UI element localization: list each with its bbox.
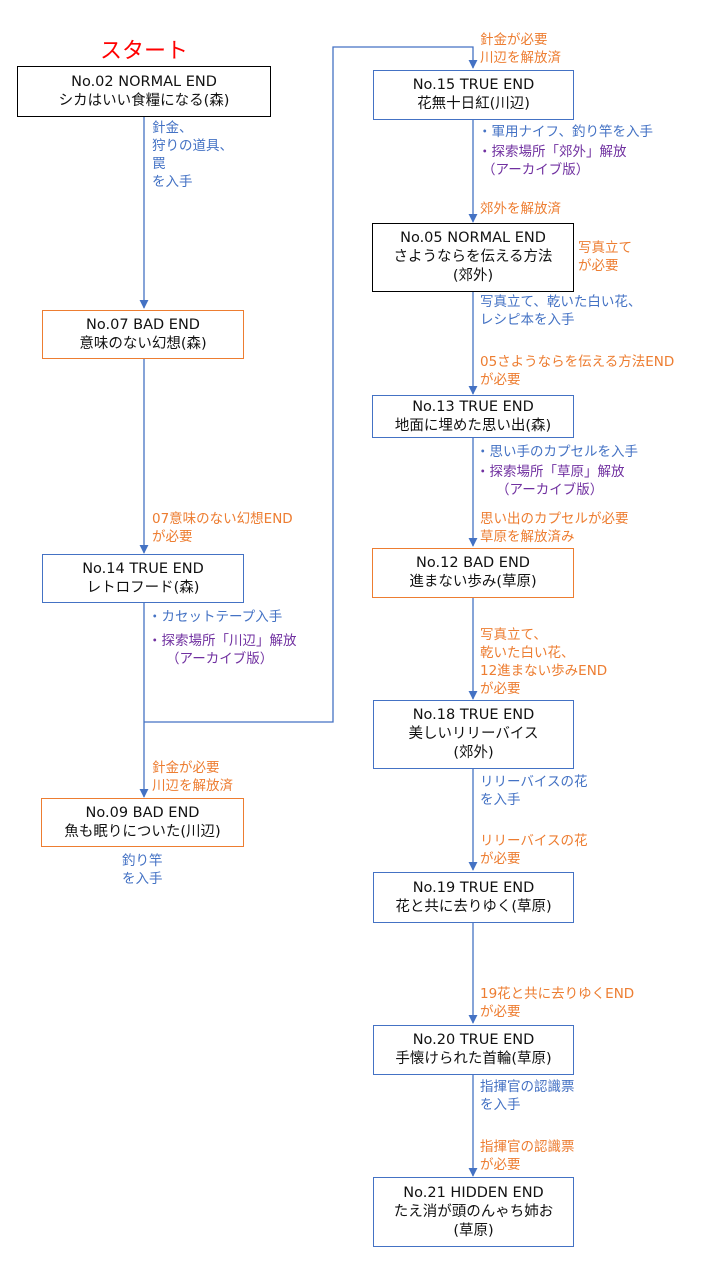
node-14: No.14 TRUE END レトロフード(森) [42, 554, 244, 603]
node-title: No.18 TRUE END [412, 707, 535, 723]
label-18-item: リリーバイスの花 を入手 [480, 774, 588, 808]
node-title: No.21 HIDDEN END [403, 1184, 544, 1201]
node-text: たえ消が頭のんゃち姉お [393, 1203, 554, 1220]
node-title: No.05 NORMAL END [400, 230, 546, 246]
node-title: No.07 BAD END [86, 316, 200, 333]
label-20-21: 指揮官の認識票 が必要 [480, 1139, 575, 1173]
node-text: 魚も眠りについた(川辺) [64, 823, 221, 840]
start-label: スタート [100, 39, 189, 64]
label-to-09: 針金が必要 川辺を解放済 [152, 760, 233, 794]
node-05: No.05 NORMAL END さようならを伝える方法 (郊外) [372, 223, 574, 292]
node-title: No.14 TRUE END [82, 560, 204, 577]
label-18-19: リリーバイスの花 が必要 [480, 833, 588, 867]
node-text: 花無十日紅(川辺) [417, 96, 530, 112]
label-15-05: 郊外を解放済 [480, 201, 561, 217]
node-title: No.19 TRUE END [412, 879, 535, 896]
label-13-12: 思い出のカプセルが必要 草原を解放済み [480, 511, 629, 545]
label-13-item: ・思い手のカプセルを入手 [476, 444, 638, 460]
node-text-2: (郊外) [452, 268, 494, 284]
node-20: No.20 TRUE END 手懐けられた首輪(草原) [373, 1025, 574, 1075]
label-02-07: 針金、 狩りの道具、 罠 を入手 [152, 120, 233, 190]
node-text: 意味のない幻想(森) [79, 335, 207, 352]
label-19-20: 19花と共に去りゆくEND が必要 [480, 986, 635, 1020]
node-title: No.09 BAD END [85, 804, 200, 821]
node-text: シカはいい食糧になる(森) [58, 92, 230, 109]
label-14-item: ・カセットテープ入手 [148, 609, 283, 625]
label-05-side: 写真立て が必要 [578, 240, 632, 274]
label-09-item: 釣り竿 を入手 [122, 853, 163, 887]
node-text: レトロフード(森) [86, 579, 200, 596]
label-12-18: 写真立て、 乾いた白い花、 12進まない歩みEND が必要 [480, 627, 608, 697]
node-12: No.12 BAD END 進まない歩み(草原) [372, 548, 574, 598]
node-19: No.19 TRUE END 花と共に去りゆく(草原) [373, 872, 574, 923]
node-21: No.21 HIDDEN END たえ消が頭のんゃち姉お (草原) [373, 1177, 574, 1247]
node-title: No.02 NORMAL END [71, 73, 217, 90]
label-07-14: 07意味のない幻想END が必要 [152, 511, 293, 545]
node-02: No.02 NORMAL END シカはいい食糧になる(森) [17, 66, 271, 117]
label-to-15: 針金が必要 川辺を解放済 [480, 32, 561, 66]
node-text: 進まない歩み(草原) [409, 574, 537, 590]
label-14-unlock: ・探索場所「川辺」解放 （アーカイブ版） [148, 633, 297, 667]
node-07: No.07 BAD END 意味のない幻想(森) [42, 310, 244, 359]
node-18: No.18 TRUE END 美しいリリーバイス (郊外) [373, 700, 574, 769]
label-15-unlock: ・探索場所「郊外」解放 （アーカイブ版） [478, 144, 627, 178]
node-text: 地面に埋めた思い出(森) [394, 417, 552, 434]
node-text: 手懐けられた首輪(草原) [395, 1051, 552, 1067]
node-text: 花と共に去りゆく(草原) [395, 898, 552, 915]
label-20-item: 指揮官の認識票 を入手 [480, 1079, 575, 1113]
node-title: No.12 BAD END [416, 555, 530, 571]
node-09: No.09 BAD END 魚も眠りについた(川辺) [41, 798, 244, 847]
label-13-unlock: ・探索場所「草原」解放 （アーカイブ版） [476, 464, 625, 498]
node-title: No.15 TRUE END [412, 77, 535, 93]
label-15-item: ・軍用ナイフ、釣り竿を入手 [478, 124, 653, 140]
node-text-2: (郊外) [453, 745, 494, 761]
label-05-13: 05さようならを伝える方法END が必要 [480, 354, 675, 388]
label-05-item: 写真立て、乾いた白い花、 レシピ本を入手 [480, 294, 642, 328]
node-15: No.15 TRUE END 花無十日紅(川辺) [373, 70, 574, 120]
node-title: No.13 TRUE END [412, 398, 534, 415]
node-text: 美しいリリーバイス [408, 726, 539, 742]
node-text: さようならを伝える方法 [393, 249, 553, 265]
node-text-2: (草原) [453, 1222, 494, 1239]
node-13: No.13 TRUE END 地面に埋めた思い出(森) [372, 395, 574, 438]
edge-14-15 [144, 46, 478, 723]
node-title: No.20 TRUE END [412, 1032, 535, 1048]
